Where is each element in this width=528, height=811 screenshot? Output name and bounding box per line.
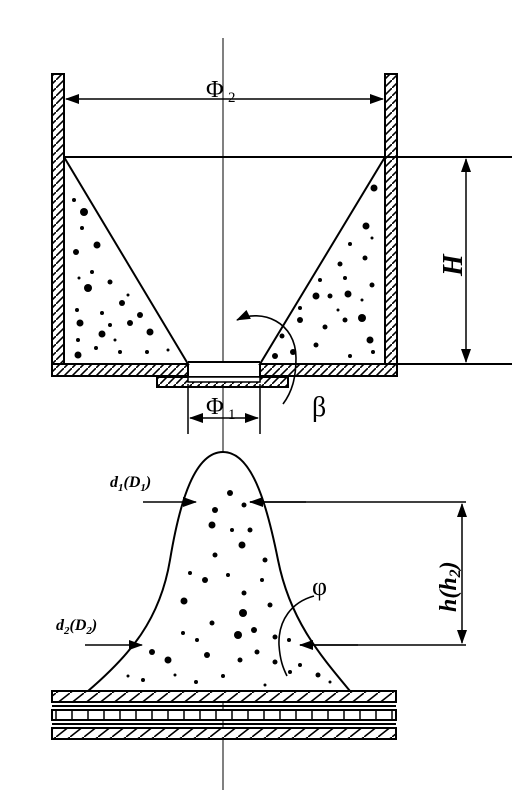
pile-particles — [126, 490, 332, 687]
d2-label: d2(D2) — [56, 617, 97, 637]
phi1-label: Φ — [206, 394, 224, 420]
phi-angle-arc — [278, 595, 315, 677]
phi1-subscript: 1 — [228, 407, 236, 423]
funnel-left-wall — [51, 73, 65, 365]
funnel-outlet-gap — [188, 363, 260, 377]
h-label: h(h2) — [436, 561, 464, 612]
phi2-label: Φ — [206, 77, 224, 103]
phi2-subscript: 2 — [228, 90, 236, 106]
base-plate — [51, 690, 397, 740]
material-pile: d1(D1) d2(D2) h(h2) φ — [51, 450, 467, 740]
pile-outline — [85, 450, 353, 692]
right-material-wedge — [258, 153, 386, 365]
phi-angle-label: φ — [312, 572, 327, 601]
height-label: H — [438, 253, 469, 277]
beta-angle-arc — [236, 309, 297, 405]
left-particles — [72, 198, 170, 359]
left-material-wedge — [63, 153, 190, 365]
beta-label: β — [312, 392, 326, 423]
funnel-right-wall — [384, 73, 398, 365]
d1-label: d1(D1) — [110, 474, 151, 494]
right-particles — [272, 184, 378, 359]
funnel-container: Φ 2 H β Φ 1 — [51, 73, 512, 434]
